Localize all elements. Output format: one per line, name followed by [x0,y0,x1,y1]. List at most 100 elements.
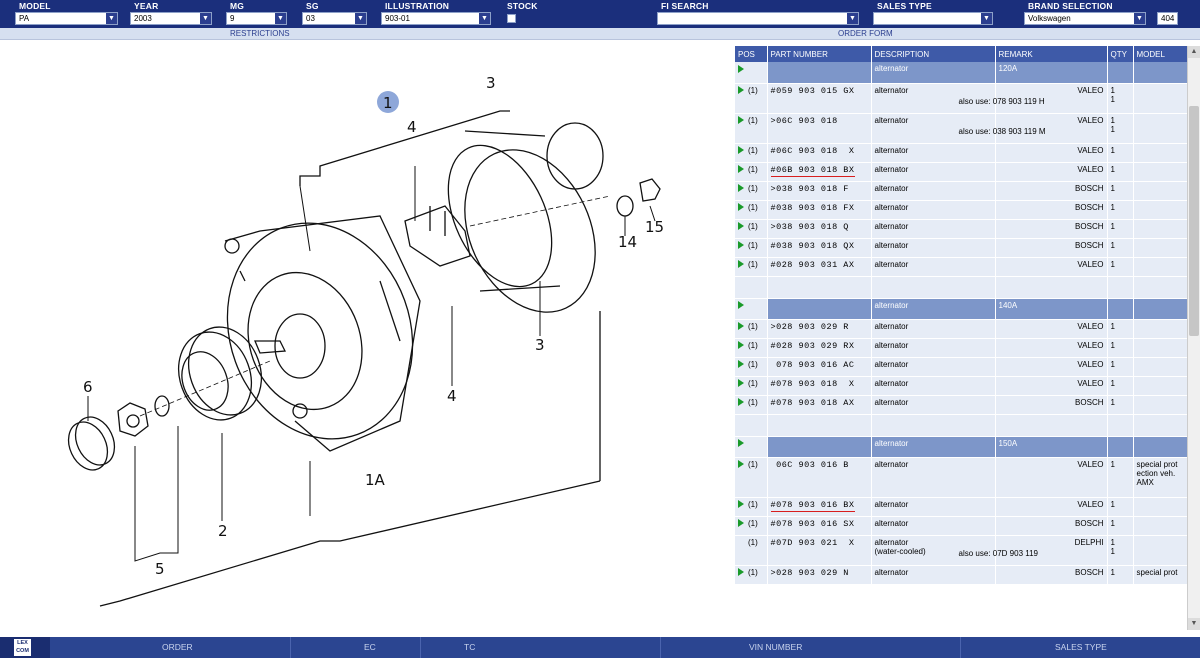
part-number[interactable]: #078 903 018 X [770,378,855,389]
pos-cell[interactable]: (1) [735,219,768,239]
part-number-cell[interactable]: >028 903 029 N [767,565,872,585]
pos-cell[interactable]: (1) [735,565,768,585]
part-number[interactable]: >06C 903 018 [770,115,838,126]
nav-sales-type[interactable]: SALES TYPE [1055,642,1107,652]
illustration-select[interactable]: 903-01▼ [381,12,491,25]
add-to-order-arrow-icon[interactable] [738,203,744,212]
pos-cell[interactable]: (1) [735,257,768,277]
part-number[interactable]: >028 903 029 N [770,567,849,578]
pos-cell[interactable] [735,298,768,320]
pos-cell[interactable]: (1) [735,162,768,182]
part-number[interactable]: >038 903 018 F [770,183,849,194]
pos-cell[interactable] [735,62,768,84]
add-to-order-arrow-icon[interactable] [738,184,744,193]
add-to-order-arrow-icon[interactable] [738,165,744,174]
stock-checkbox[interactable] [507,14,516,23]
part-number-cell[interactable]: #078 903 018 X [767,376,872,396]
expand-arrow-icon[interactable] [738,64,744,73]
part-number[interactable]: #06B 903 018 BX [770,164,855,177]
part-number[interactable]: #06C 903 018 X [770,145,855,156]
add-to-order-arrow-icon[interactable] [738,341,744,350]
part-number[interactable]: >028 903 029 R [770,321,849,332]
part-number[interactable]: #028 903 029 RX [770,340,855,351]
add-to-order-arrow-icon[interactable] [738,360,744,369]
brand-select[interactable]: Volkswagen▼ [1024,12,1146,25]
pos-cell[interactable]: (1) [735,535,768,566]
part-number-cell[interactable]: #078 903 016 BX [767,497,872,517]
pos-cell[interactable]: (1) [735,113,768,144]
add-to-order-arrow-icon[interactable] [738,86,744,95]
add-to-order-arrow-icon[interactable] [738,568,744,577]
table-scrollbar[interactable]: ▲ ▼ [1187,46,1200,630]
add-to-order-arrow-icon[interactable] [738,241,744,250]
mg-select[interactable]: 9▼ [226,12,287,25]
sales-type-select[interactable]: ▼ [873,12,993,25]
year-select[interactable]: 2003▼ [130,12,212,25]
part-number[interactable]: #07D 903 021 X [770,537,855,548]
part-number-cell[interactable]: >038 903 018 Q [767,219,872,239]
part-number-cell[interactable]: #059 903 015 GX [767,83,872,114]
add-to-order-arrow-icon[interactable] [738,322,744,331]
add-to-order-arrow-icon[interactable] [738,222,744,231]
add-to-order-arrow-icon[interactable] [738,146,744,155]
expand-arrow-icon[interactable] [738,301,744,310]
scroll-down-icon[interactable]: ▼ [1188,618,1200,630]
scroll-up-icon[interactable]: ▲ [1188,46,1200,58]
part-number[interactable]: #078 903 016 SX [770,518,855,529]
fi-search-select[interactable]: ▼ [657,12,859,25]
restrictions-header[interactable]: RESTRICTIONS [230,29,290,38]
add-to-order-arrow-icon[interactable] [738,116,744,125]
nav-vin-number[interactable]: VIN NUMBER [749,642,803,652]
expand-arrow-icon[interactable] [738,439,744,448]
pos-cell[interactable]: (1) [735,181,768,201]
part-number-cell[interactable]: #038 903 018 FX [767,200,872,220]
part-number[interactable]: >038 903 018 Q [770,221,849,232]
add-to-order-arrow-icon[interactable] [738,379,744,388]
part-number-cell[interactable]: 06C 903 016 B [767,457,872,498]
part-number-cell[interactable]: #028 903 031 AX [767,257,872,277]
nav-order[interactable]: ORDER [162,642,193,652]
part-number-cell[interactable]: #07D 903 021 X [767,535,872,566]
order-form-header[interactable]: ORDER FORM [838,29,893,38]
part-number-cell[interactable]: #028 903 029 RX [767,338,872,358]
part-number[interactable]: #078 903 016 BX [770,499,855,512]
pos-cell[interactable]: (1) [735,395,768,415]
part-number-cell[interactable]: >038 903 018 F [767,181,872,201]
scroll-thumb[interactable] [1189,106,1199,336]
part-number[interactable]: #059 903 015 GX [770,85,855,96]
part-number-cell[interactable]: #078 903 016 SX [767,516,872,536]
part-number[interactable]: #038 903 018 FX [770,202,855,213]
model-select[interactable]: PA▼ [15,12,118,25]
pos-cell[interactable]: (1) [735,319,768,339]
pos-cell[interactable]: (1) [735,357,768,377]
part-number[interactable]: 06C 903 016 B [770,459,849,470]
part-number[interactable]: 078 903 016 AC [770,359,855,370]
part-number-cell[interactable]: #038 903 018 QX [767,238,872,258]
add-to-order-arrow-icon[interactable] [738,519,744,528]
part-number-cell[interactable]: >06C 903 018 [767,113,872,144]
part-number-cell[interactable]: 078 903 016 AC [767,357,872,377]
sg-select[interactable]: 03▼ [302,12,367,25]
add-to-order-arrow-icon[interactable] [738,460,744,469]
pos-cell[interactable]: (1) [735,457,768,498]
nav-ec[interactable]: EC [364,642,376,652]
part-number-cell[interactable]: #078 903 018 AX [767,395,872,415]
pos-cell[interactable]: (1) [735,83,768,114]
